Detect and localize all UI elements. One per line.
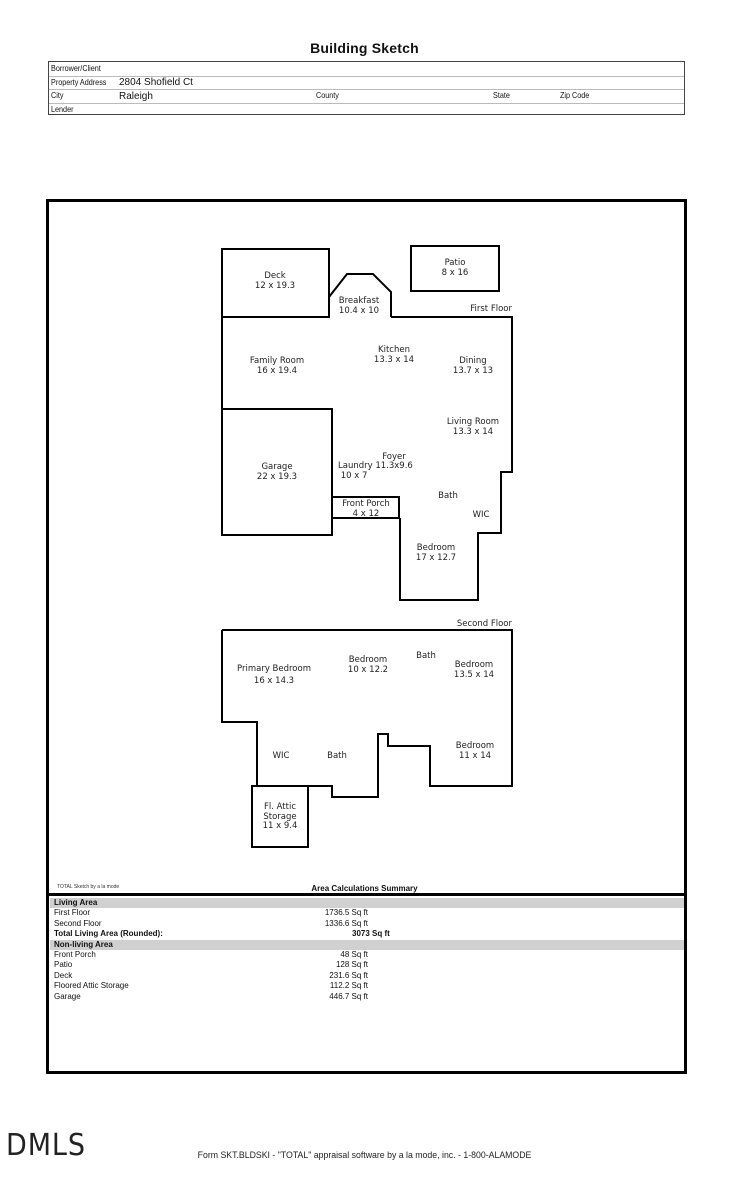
- first-floor-label: First Floor: [470, 304, 512, 314]
- lender-label: Lender: [51, 103, 74, 114]
- attic-storage-outline: [251, 785, 309, 848]
- total-living-row: Total Living Area (Rounded):3073 Sq ft: [54, 929, 390, 939]
- room-bath-2: Bath: [416, 651, 436, 661]
- room-laundry: Laundry 11.3x9.6 10 x 7: [338, 461, 413, 481]
- room-bath: Bath: [438, 491, 458, 501]
- nonliving-area-header: Non-living Area: [50, 939, 684, 950]
- city-label: City: [51, 90, 64, 100]
- room-wic-2: WIC: [272, 751, 290, 761]
- borrower-label: Borrower/Client: [51, 63, 101, 73]
- city-row: City Raleigh County State Zip Code: [49, 89, 684, 104]
- address-value: 2804 Shofield Ct: [119, 76, 193, 88]
- state-label: State: [493, 90, 510, 100]
- address-label: Property Address: [51, 76, 107, 87]
- room-foyer: Foyer: [382, 452, 406, 462]
- second-floor-label: Second Floor: [456, 619, 512, 629]
- page-title: Building Sketch: [310, 40, 419, 56]
- sketch-credit: TOTAL Sketch by a la mode: [57, 884, 120, 890]
- second-floor-outline: [222, 629, 513, 798]
- dmls-watermark-logo: DMLS: [6, 1128, 86, 1163]
- county-label: County: [316, 90, 339, 100]
- address-row: Property Address 2804 Shofield Ct: [49, 76, 684, 90]
- sketch-frame: [46, 199, 687, 1074]
- lender-row: Lender: [49, 103, 684, 117]
- zip-label: Zip Code: [560, 90, 590, 100]
- first-floor-outline: [391, 316, 513, 601]
- living-area-header: Living Area: [50, 898, 684, 909]
- front-porch-outline: [331, 496, 400, 519]
- summary-divider: [46, 893, 687, 896]
- form-footer: Form SKT.BLDSKI - "TOTAL" appraisal soft…: [197, 1150, 532, 1161]
- garage-outline: [221, 408, 333, 536]
- patio-outline: [410, 245, 500, 292]
- city-value: Raleigh: [119, 91, 153, 102]
- breakfast-bay: [328, 273, 392, 317]
- borrower-row: Borrower/Client: [49, 62, 684, 77]
- summary-title: Area Calculations Summary: [311, 884, 418, 893]
- room-bath-3: Bath: [327, 751, 347, 761]
- room-wic: WIC: [472, 510, 490, 520]
- property-header: Borrower/Client Property Address 2804 Sh…: [48, 61, 685, 115]
